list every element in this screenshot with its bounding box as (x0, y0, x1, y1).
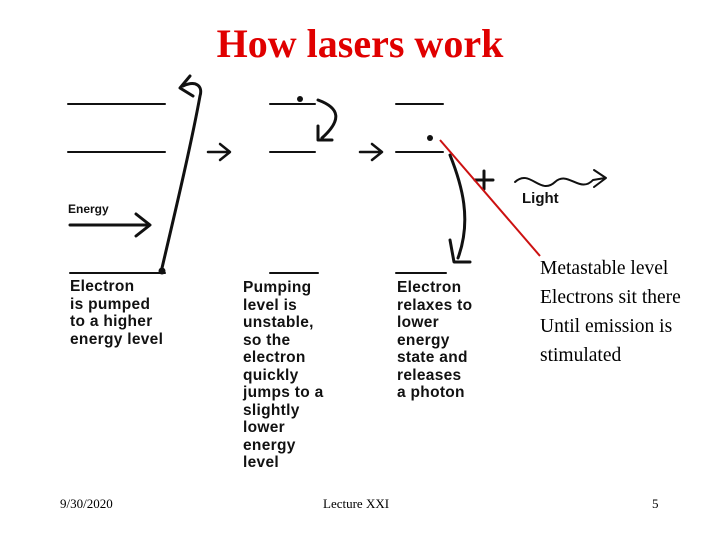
decay-arrow (448, 153, 467, 260)
electron-dot-1 (158, 267, 166, 275)
light-wave-head (593, 169, 607, 188)
relax-arrow (316, 98, 338, 140)
footer-page-number: 5 (652, 496, 659, 511)
footer-date: 9/30/2020 (60, 496, 113, 511)
relax-arrow-head (316, 124, 334, 142)
decay-arrow-head (448, 238, 472, 264)
pump-arrow (160, 82, 203, 270)
metastable-pointer-line (439, 139, 541, 257)
transition-arrow-2 (358, 142, 384, 162)
electron-dot-3 (427, 135, 433, 141)
energy-label: Energy (68, 202, 109, 216)
caption-step2: Pumping level is unstable, so the electr… (243, 279, 324, 471)
light-wave (514, 176, 606, 188)
transition-arrow-1 (206, 142, 232, 162)
caption-step1: Electron is pumped to a higher energy le… (70, 278, 164, 348)
pump-arrow-head (178, 74, 195, 98)
plus-sign (473, 169, 495, 191)
slide-title: How lasers work (216, 21, 504, 66)
energy-arrow (68, 212, 152, 238)
caption-step3: Electron relaxes to lower energy state a… (397, 279, 473, 401)
metastable-note: Metastable level Electrons sit there Unt… (540, 258, 681, 366)
electron-dot-2 (297, 96, 303, 102)
light-label: Light (522, 190, 559, 207)
footer-lecture: Lecture XXI (323, 496, 390, 511)
